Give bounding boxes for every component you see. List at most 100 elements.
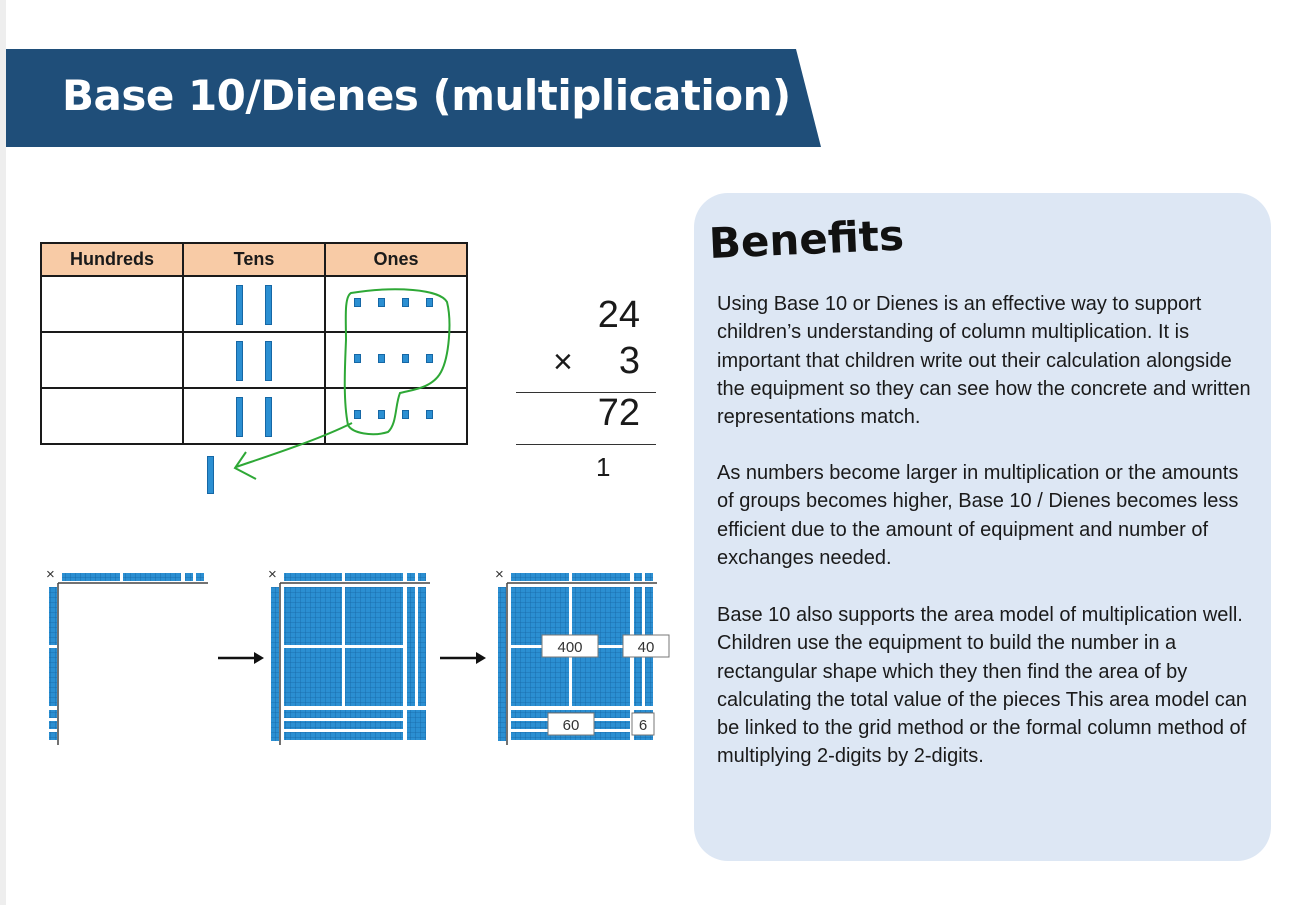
table-row — [40, 275, 468, 333]
label-box-6 — [631, 712, 655, 736]
one-cube — [378, 410, 385, 419]
exchange-annotation — [233, 288, 451, 480]
side-column — [498, 587, 506, 741]
table-row — [40, 387, 468, 445]
ten-rod — [265, 285, 272, 325]
place-value-table: Hundreds Tens Ones — [40, 242, 468, 445]
hundreds-cell — [40, 387, 184, 445]
one-cube — [354, 354, 361, 363]
one-cube — [378, 298, 385, 307]
one-cube — [407, 573, 415, 581]
one-cube — [354, 410, 361, 419]
one-cube — [418, 573, 426, 581]
tens-cell — [182, 275, 326, 333]
ten-rod-horizontal — [284, 710, 403, 718]
one-cube — [645, 573, 653, 581]
ten-rod — [49, 587, 57, 645]
exchange-arrow — [235, 422, 353, 468]
ten-rod — [49, 648, 57, 706]
arrow-2 — [440, 652, 486, 664]
tens-cell — [182, 387, 326, 445]
ones-cell — [324, 331, 468, 389]
ten-rod — [572, 573, 630, 581]
area-model-step-1: × — [46, 566, 208, 745]
area-model-step-2: × — [268, 566, 430, 745]
hundred-flat — [511, 648, 569, 706]
benefits-panel: Benefits Using Base 10 or Dienes is an e… — [694, 193, 1271, 861]
ten-rod — [284, 573, 342, 581]
column-calculation: 24 3 × 72 1 — [516, 292, 656, 482]
ten-rod — [236, 397, 243, 437]
ten-rod — [345, 573, 403, 581]
one-cube — [634, 573, 642, 581]
ten-rod — [265, 397, 272, 437]
ten-rod-horizontal — [284, 732, 403, 740]
left-edge-strip — [0, 0, 6, 905]
answer-line-top — [516, 392, 656, 393]
one-cube — [426, 354, 433, 363]
hundred-flat — [345, 648, 403, 706]
label-60: 60 — [563, 717, 580, 734]
area-model-diagram: × × — [46, 566, 670, 745]
header-hundreds: Hundreds — [40, 242, 184, 277]
one-cube — [354, 298, 361, 307]
table-header-row: Hundreds Tens Ones — [40, 242, 468, 277]
one-cube — [402, 410, 409, 419]
arrow-1 — [218, 652, 264, 664]
one-cube — [185, 573, 193, 581]
benefits-paragraph-2: As numbers become larger in multiplicati… — [717, 462, 1239, 569]
ten-rod — [62, 573, 120, 581]
one-cube — [49, 710, 57, 718]
benefits-paragraph-1: Using Base 10 or Dienes is an effective … — [717, 293, 1251, 429]
hundred-flat — [284, 587, 342, 645]
ones-cell — [324, 387, 468, 445]
one-cube — [49, 721, 57, 729]
one-cube — [426, 298, 433, 307]
area-model-step-3: × 400 40 60 6 — [495, 566, 670, 745]
hundred-flat — [284, 648, 342, 706]
label-40: 40 — [638, 639, 655, 656]
one-cube — [402, 354, 409, 363]
ten-rod-vertical — [407, 587, 415, 706]
ten-rod-vertical — [418, 587, 426, 706]
ten-rod — [265, 341, 272, 381]
answer-line-bottom — [516, 444, 656, 445]
multiplicand: 24 — [597, 294, 640, 336]
ten-rod — [236, 285, 243, 325]
ten-rod — [236, 341, 243, 381]
side-column — [271, 587, 279, 741]
label-box-60 — [547, 712, 595, 736]
label-box-40 — [622, 634, 670, 658]
table-row — [40, 331, 468, 389]
hundred-flat — [345, 587, 403, 645]
times-sign: × — [553, 343, 573, 381]
benefits-title: Benefits — [707, 210, 905, 268]
hundreds-cell — [40, 275, 184, 333]
label-box-400 — [541, 634, 599, 658]
ten-rod-horizontal — [284, 721, 403, 729]
carried-ten-rod — [207, 456, 214, 494]
label-400: 400 — [557, 639, 582, 656]
times-symbol: × — [46, 566, 55, 583]
label-6: 6 — [639, 717, 647, 734]
one-cube — [49, 732, 57, 740]
ten-rod-horizontal — [511, 732, 630, 740]
one-cube — [196, 573, 204, 581]
one-cube — [402, 298, 409, 307]
title-banner: Base 10/Dienes (multiplication) — [6, 49, 821, 147]
times-symbol: × — [495, 566, 504, 583]
header-tens: Tens — [182, 242, 326, 277]
grouping-loop — [343, 288, 451, 436]
carry-digit: 1 — [596, 452, 611, 482]
page-title: Base 10/Dienes (multiplication) — [62, 71, 791, 120]
header-ones: Ones — [324, 242, 468, 277]
one-cube — [378, 354, 385, 363]
times-symbol: × — [268, 566, 277, 583]
multiplier: 3 — [618, 340, 640, 382]
benefits-paragraph-3: Base 10 also supports the area model of … — [717, 604, 1247, 768]
tens-cell — [182, 331, 326, 389]
ones-block — [407, 710, 426, 740]
result: 72 — [597, 392, 640, 434]
hundred-flat — [572, 648, 630, 706]
ten-rod — [123, 573, 181, 581]
